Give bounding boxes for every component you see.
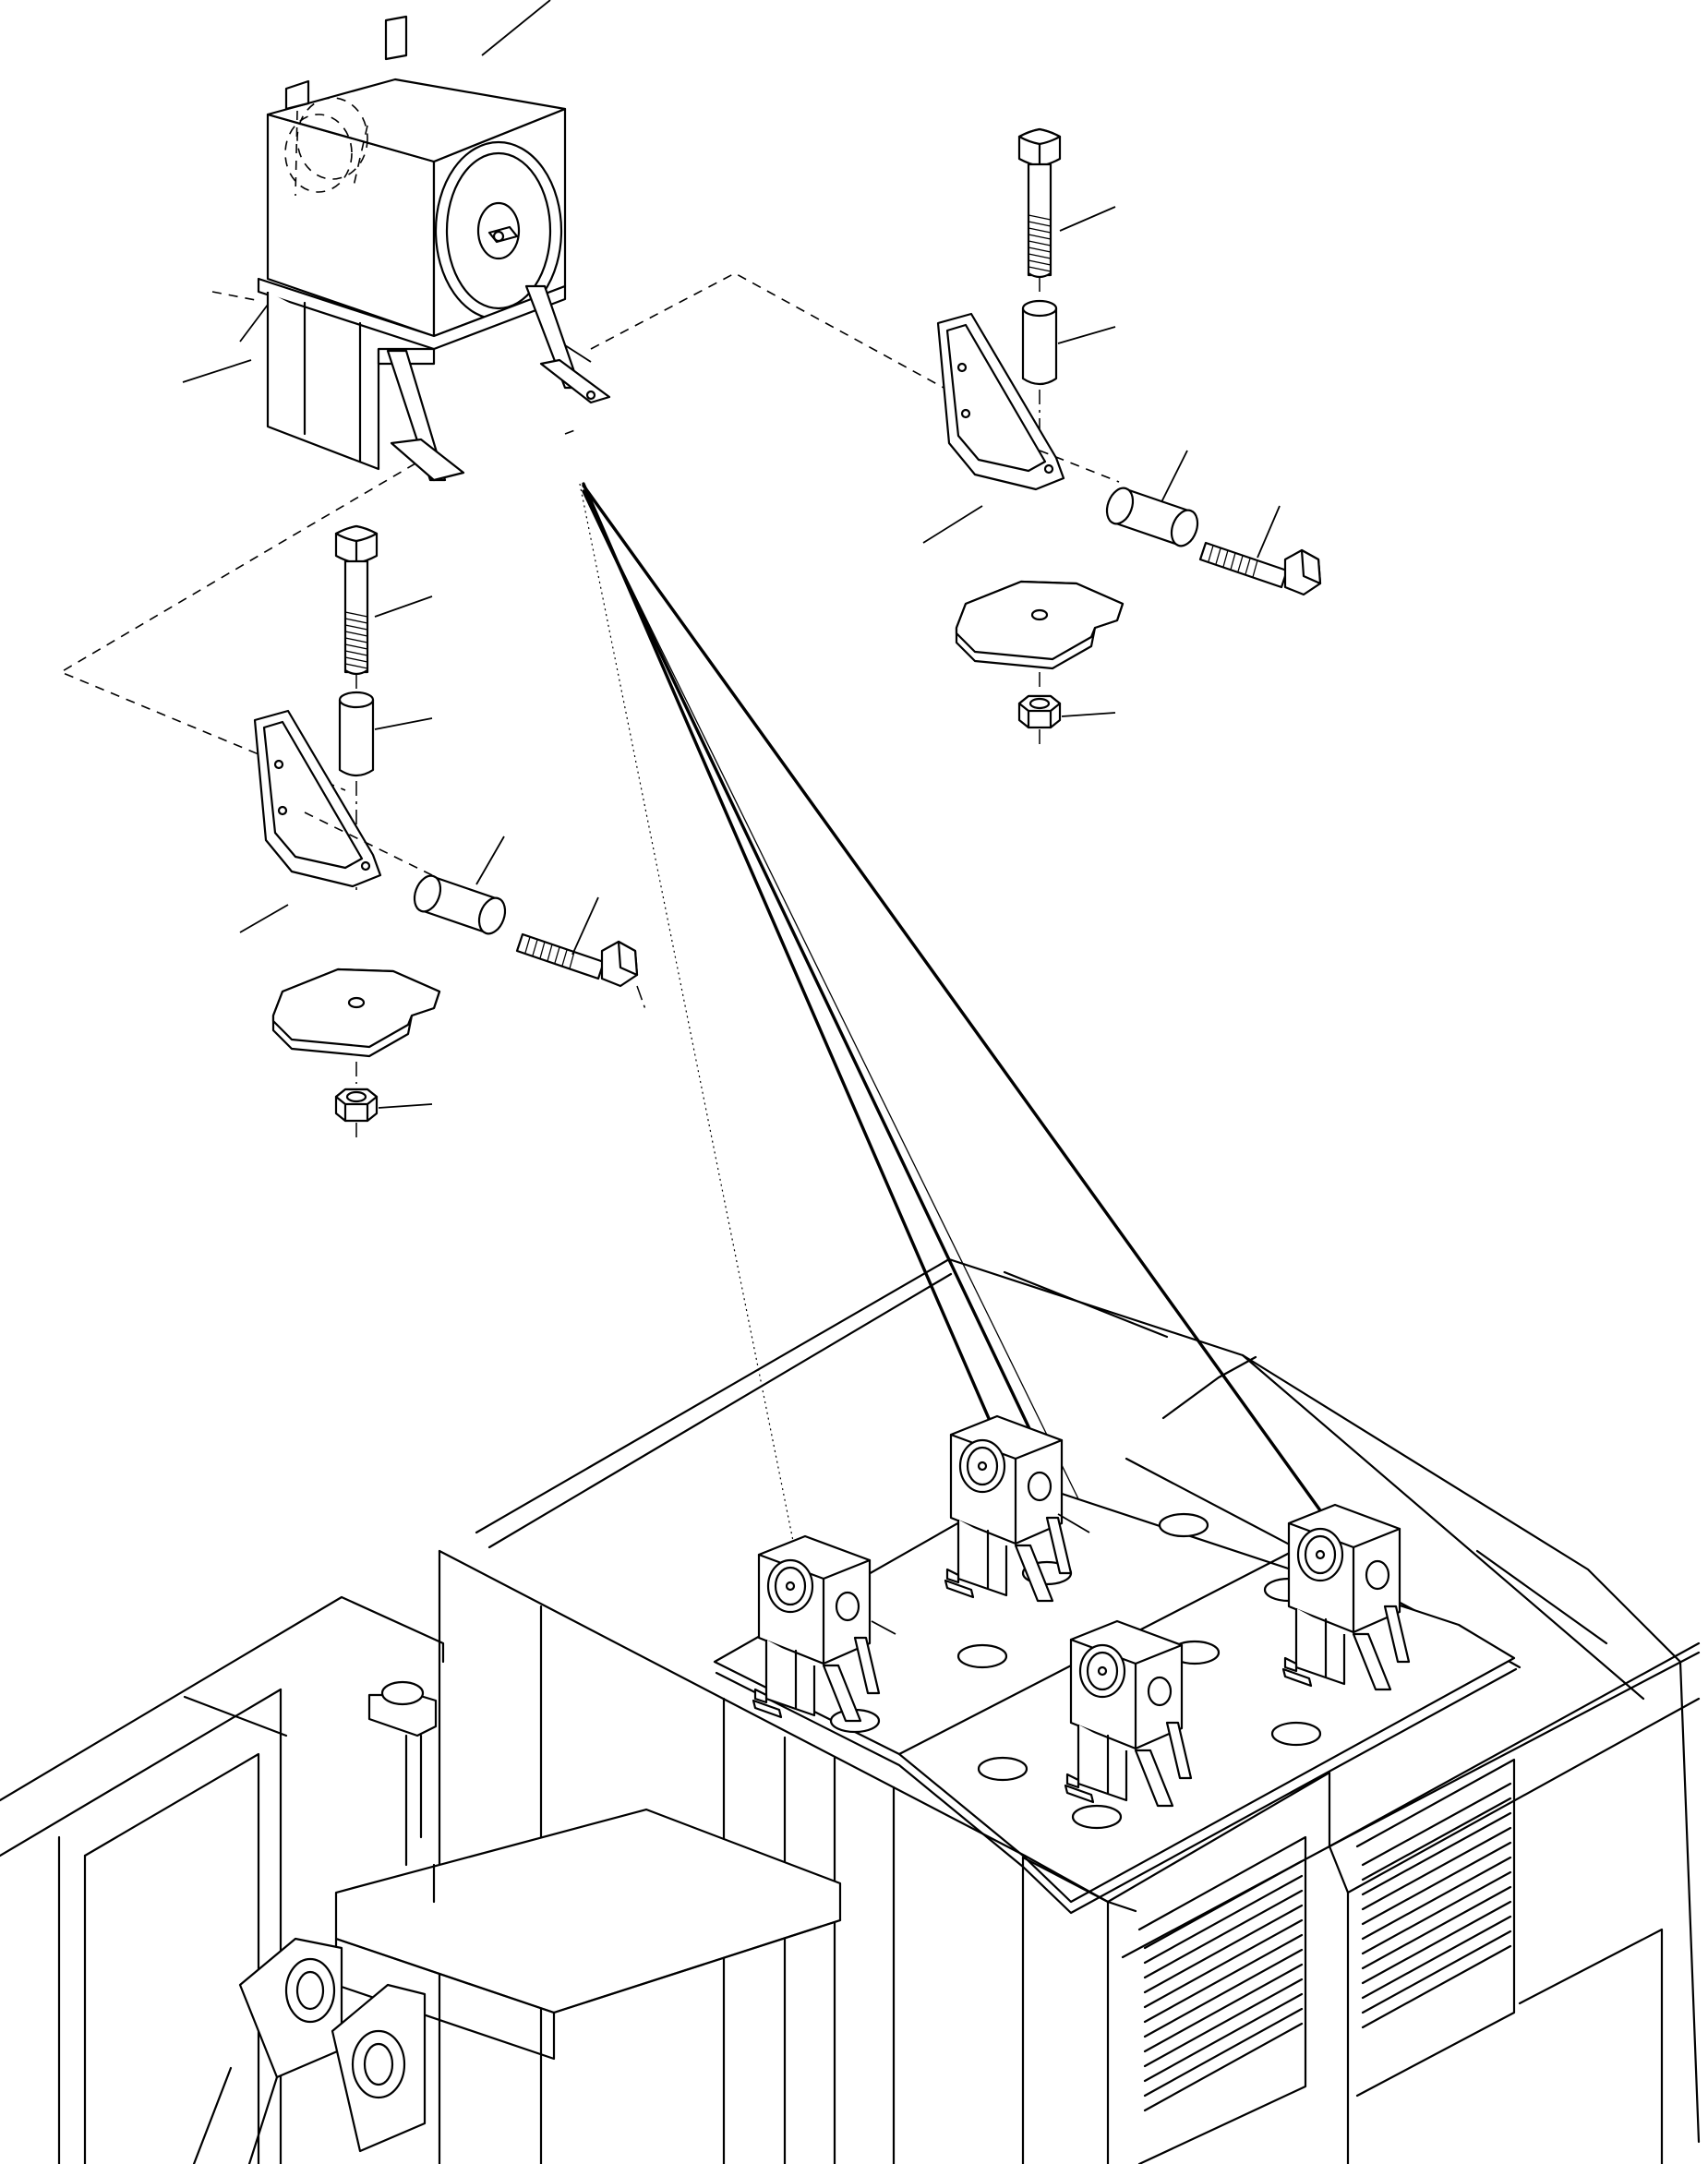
grille-right xyxy=(1355,1758,1516,2098)
hex-nut-right xyxy=(1017,694,1116,729)
reservoir-box xyxy=(182,0,611,482)
hex-nut-left xyxy=(334,1088,433,1123)
bushing-left xyxy=(408,836,511,939)
spacer-collar-left xyxy=(338,691,433,777)
angle-bracket-left xyxy=(239,709,382,933)
rubber-pad-left xyxy=(271,968,441,1058)
angle-bracket-right xyxy=(922,312,1065,544)
machine-deck-with-four-mounts xyxy=(0,1257,1701,2164)
hex-bolt-vertical-right xyxy=(1017,127,1116,279)
hex-bolt-vertical-left xyxy=(334,524,433,676)
rubber-pad-right xyxy=(955,580,1125,670)
mount-assembly-right xyxy=(922,127,1322,750)
spacer-collar-right xyxy=(1021,299,1116,386)
mount-assembly-left xyxy=(239,524,647,1141)
hex-bolt-horizontal-right xyxy=(1198,505,1322,596)
grille-left xyxy=(1137,1835,1307,2164)
hex-bolt-horizontal-left xyxy=(515,896,647,1013)
dashed-centerlines xyxy=(59,272,965,791)
bushing-right xyxy=(1101,450,1204,551)
